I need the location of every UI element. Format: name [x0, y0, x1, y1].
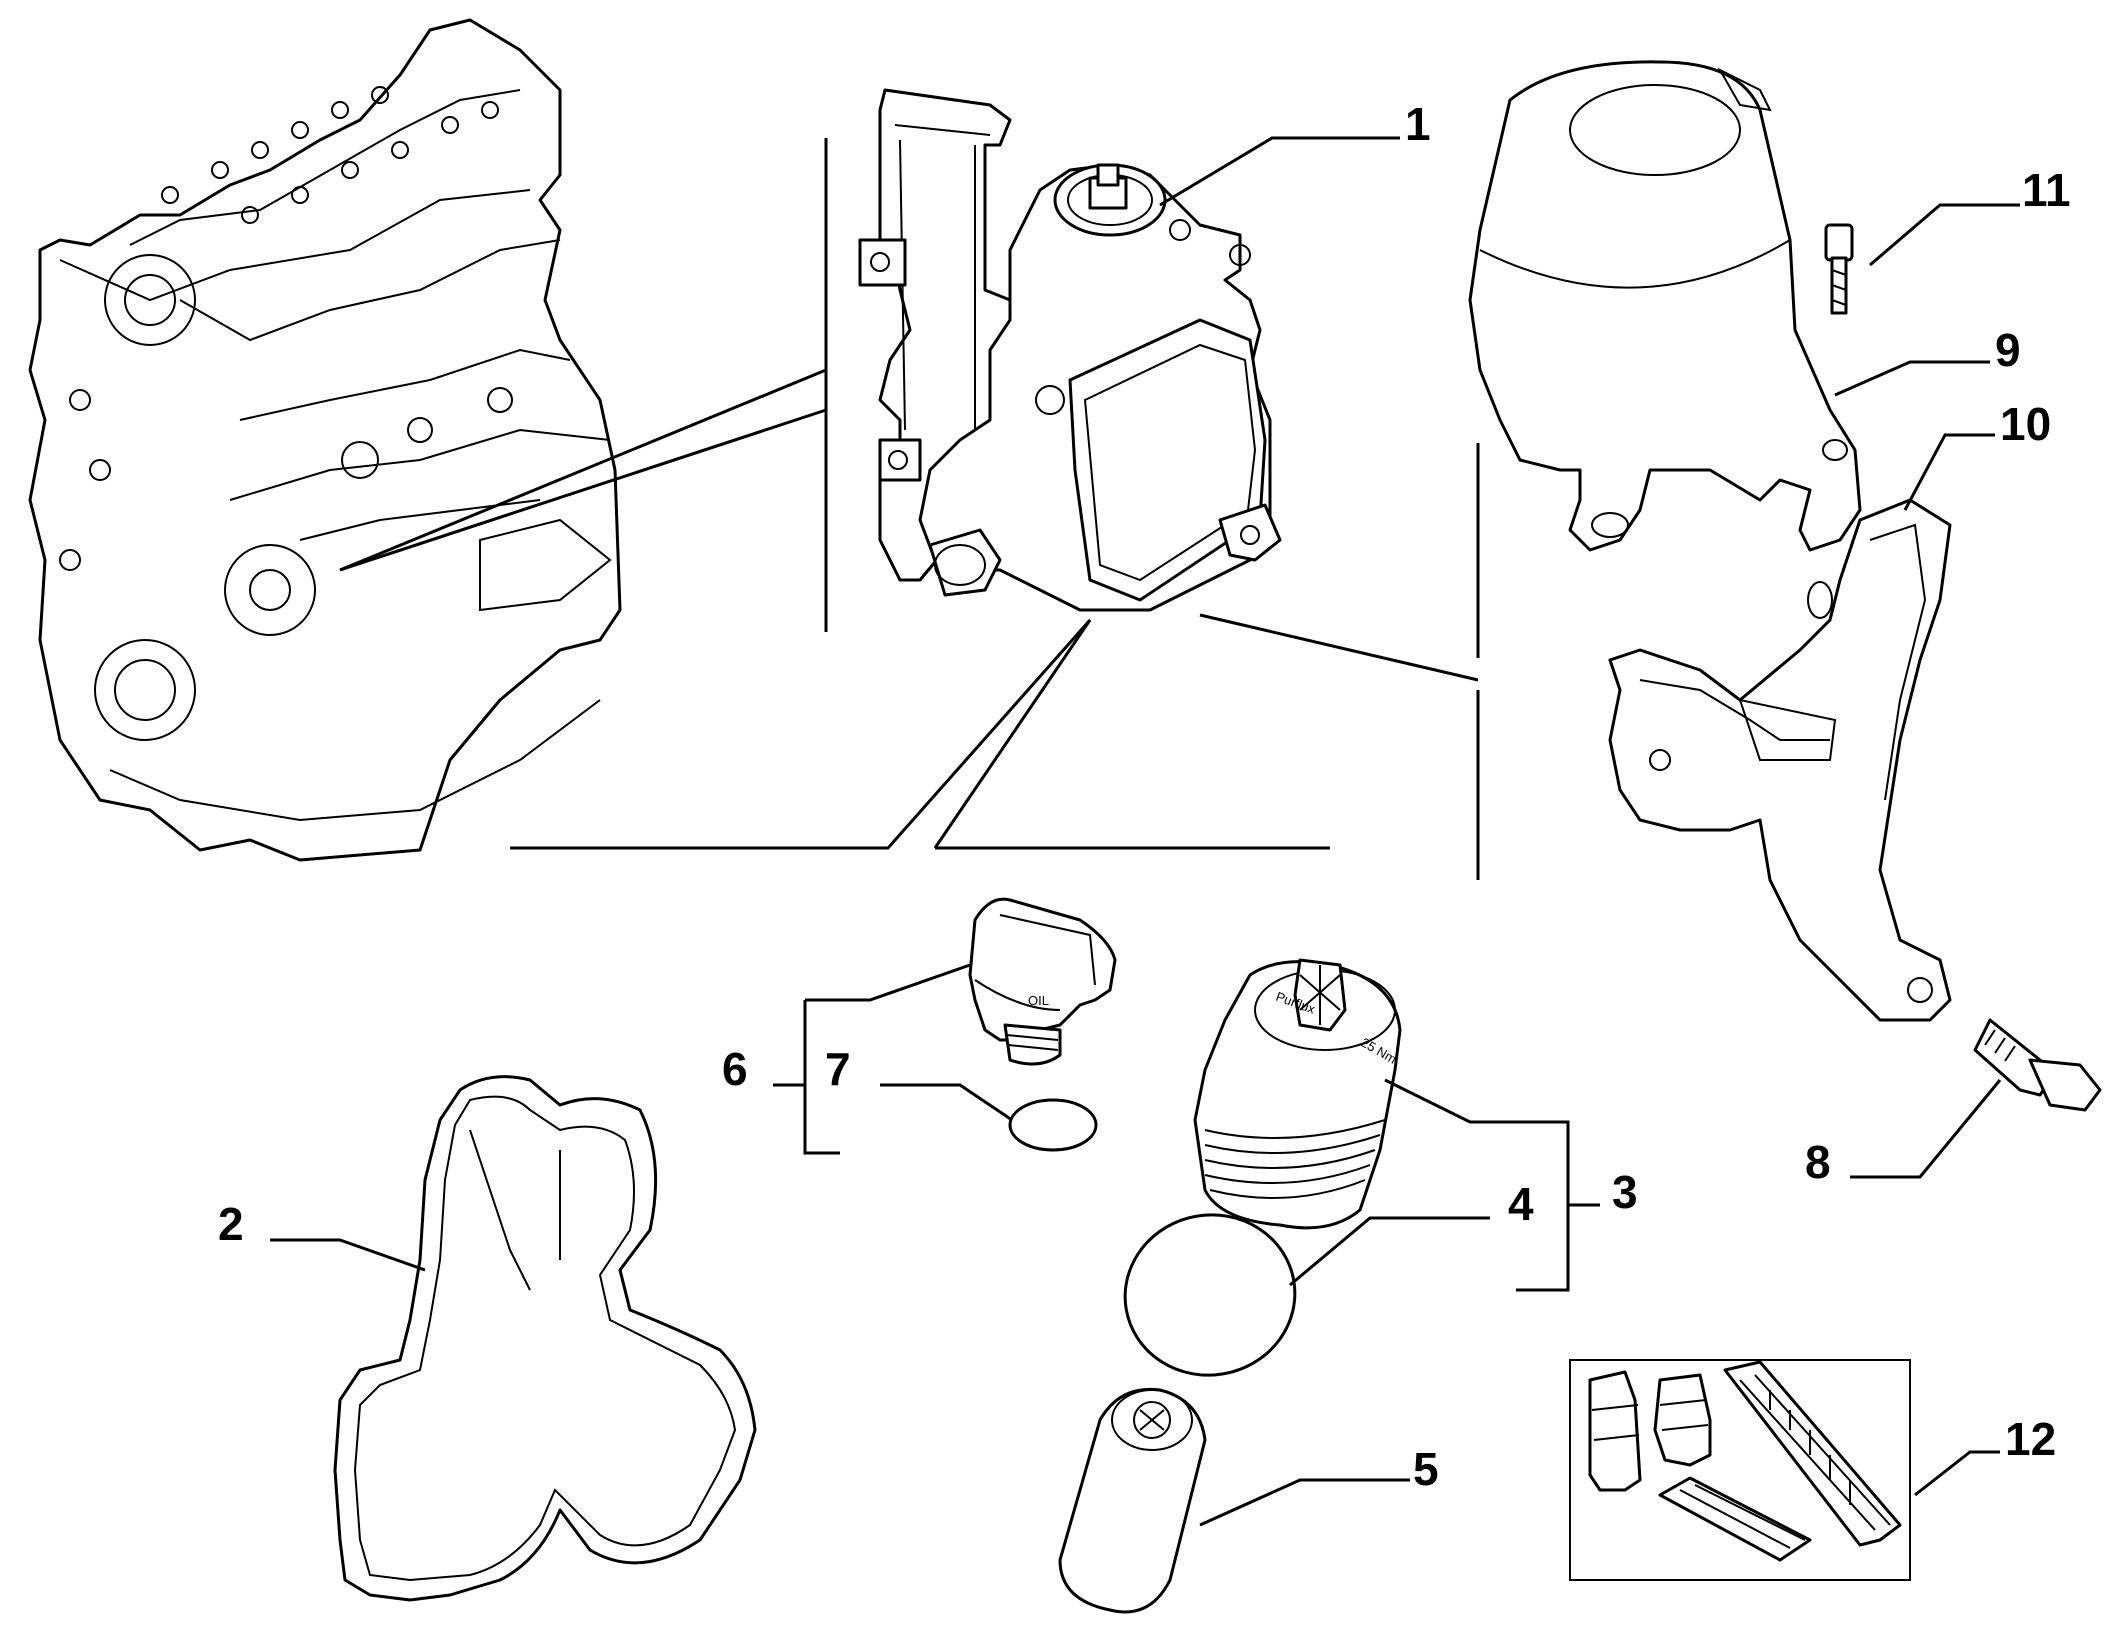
callout-5: 5	[1413, 1443, 1439, 1495]
callout-7: 7	[825, 1043, 851, 1095]
oil-filler-cap: OIL	[968, 897, 1117, 1066]
filter-cap-part-3: Purflux 25 Nm	[1193, 958, 1402, 1230]
bolt-part-11	[1824, 223, 1854, 315]
callout-10: 10	[2000, 398, 2051, 450]
engine-block	[28, 18, 622, 862]
filter-cartridge-part-5	[1058, 1387, 1207, 1614]
cover-part-9	[1468, 60, 1862, 552]
callout-9: 9	[1995, 324, 2021, 376]
callout-2: 2	[218, 1198, 244, 1250]
gasket-part-2	[333, 1075, 757, 1602]
callout-numbers: 1 2 3 4 5 6 7 8 9 10 11 12	[218, 98, 2071, 1495]
oil-cap-marking: OIL	[1028, 993, 1049, 1008]
callout-8: 8	[1805, 1136, 1831, 1188]
callout-11: 11	[2022, 164, 2071, 216]
callout-1: 1	[1405, 98, 1431, 150]
bracket-part-10	[1608, 498, 1952, 1022]
bolt-part-8	[1973, 1018, 2102, 1112]
callout-4: 4	[1508, 1178, 1534, 1230]
oil-filter-housing	[858, 88, 1282, 612]
callout-3: 3	[1612, 1166, 1638, 1218]
leader-lines	[270, 136, 2020, 1527]
callout-12: 12	[2005, 1413, 2056, 1465]
callout-6: 6	[722, 1043, 748, 1095]
o-ring-part-7	[1008, 1098, 1098, 1152]
o-ring-part-4	[1123, 1213, 1297, 1377]
service-kit-part-12	[1569, 1359, 1911, 1581]
